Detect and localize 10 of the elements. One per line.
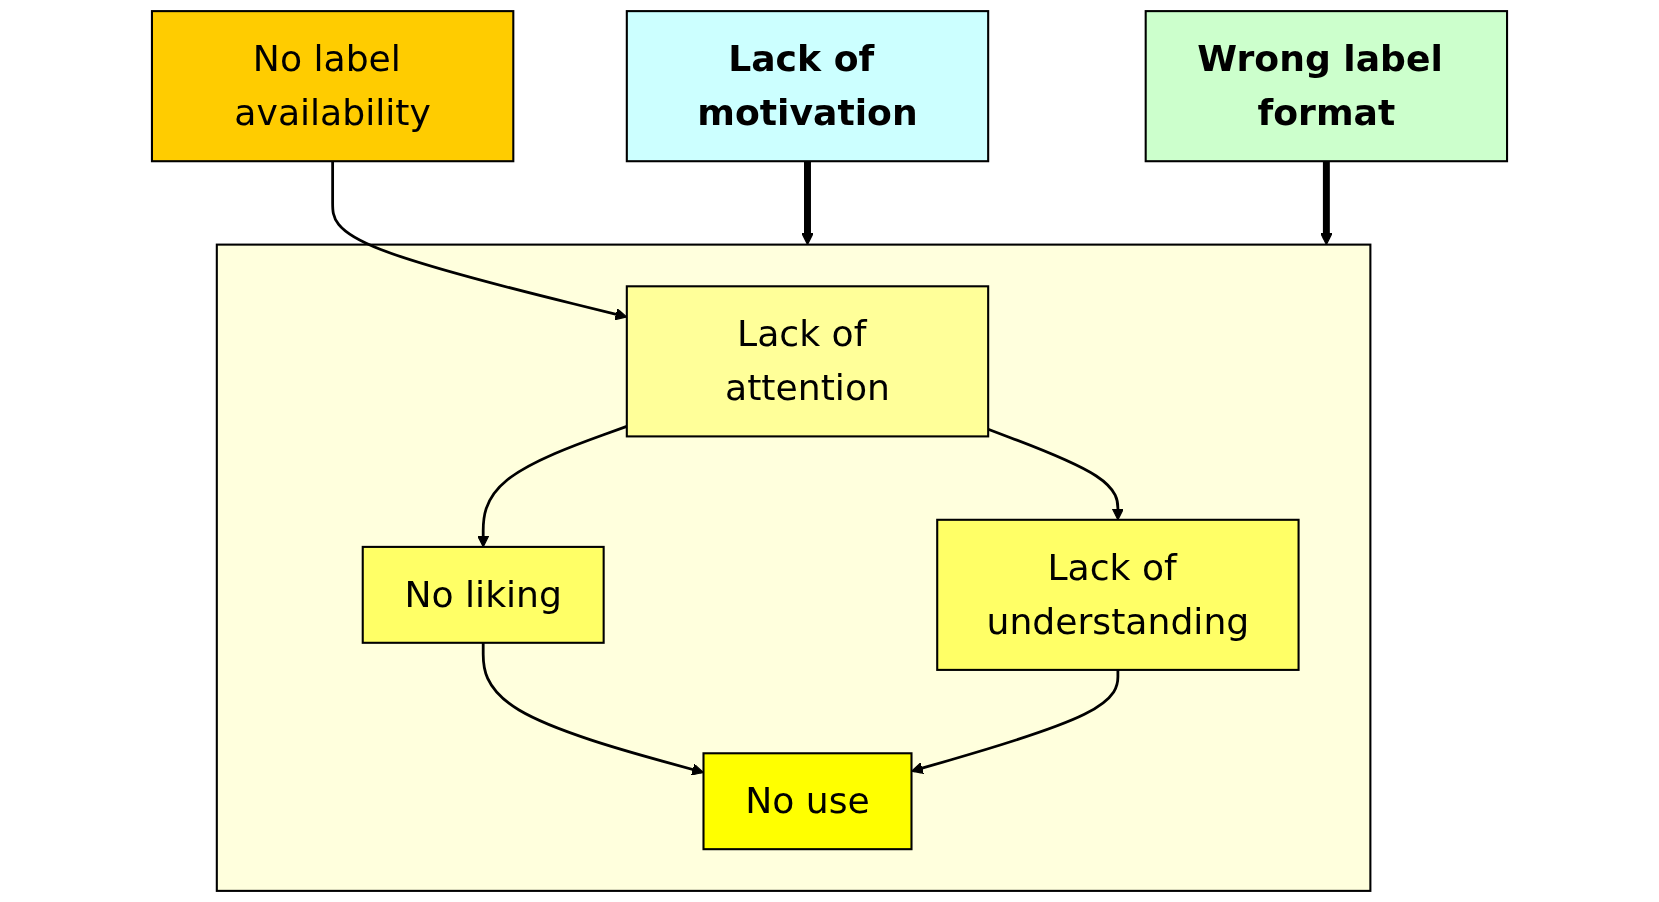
cluster	[215, 243, 1372, 892]
node-box: No label availability	[150, 10, 515, 163]
arrow	[1320, 161, 1333, 246]
node-box: No use	[702, 752, 913, 851]
node-box: Lack of motivation	[625, 10, 990, 163]
node-box: No liking	[361, 545, 605, 644]
arrow	[801, 161, 814, 246]
node-box: Wrong label format	[1144, 10, 1509, 163]
node-box: Lack of attention	[625, 285, 990, 438]
node-box: Lack of understanding	[936, 518, 1300, 671]
